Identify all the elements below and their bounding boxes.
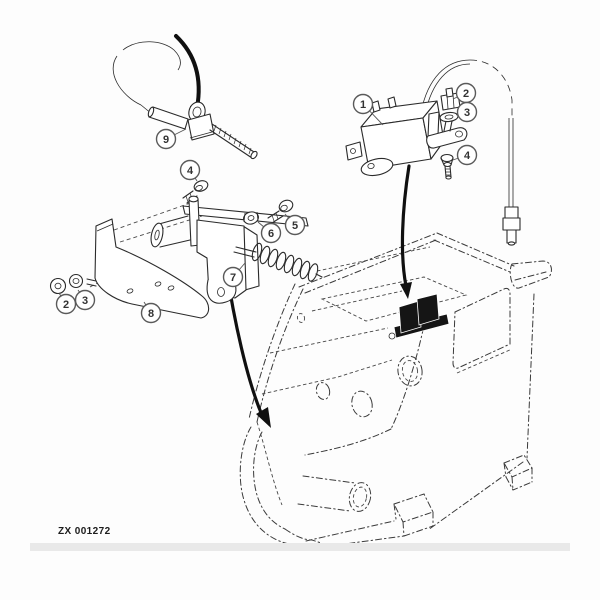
callout-balloon (284, 214, 306, 236)
callout-8: 8 (140, 301, 162, 324)
callout-6: 6 (257, 221, 282, 244)
callout-5: 5 (284, 213, 306, 236)
callout-4a: 4 (452, 144, 478, 166)
roller (150, 215, 191, 248)
callout-balloon (140, 302, 162, 324)
cable-loop (112, 55, 142, 106)
linkage-mount-arrowhead (256, 407, 271, 428)
washer-top (439, 111, 459, 123)
callout-balloon (74, 289, 96, 311)
callout-number: 9 (163, 134, 169, 146)
console-outline (239, 232, 552, 547)
callout-balloon (155, 128, 177, 150)
spring (233, 242, 323, 282)
bolt-5 (267, 199, 294, 224)
callout-3a: 3 (455, 101, 478, 123)
callout-9: 9 (155, 128, 187, 150)
solenoid-body (345, 96, 445, 177)
callout-number: 3 (464, 107, 470, 119)
nut-top (440, 87, 461, 111)
callout-3b: 3 (74, 289, 96, 311)
cable-threaded-rod (209, 123, 258, 160)
callout-balloon (260, 222, 282, 244)
callout-number: 6 (268, 228, 274, 240)
callout-1: 1 (352, 93, 384, 126)
linkage-body (196, 219, 260, 304)
cable-end-fitting (502, 206, 521, 246)
solenoid-mount-arrow (400, 164, 411, 288)
callout-number: 2 (63, 299, 69, 311)
callout-number: 2 (463, 88, 469, 100)
mounting-bracket (49, 218, 210, 319)
bolt-right (440, 153, 454, 180)
washer-left (68, 273, 84, 289)
cable-assembly (112, 41, 258, 160)
callout-balloon (55, 293, 77, 315)
callout-number: 7 (230, 272, 236, 284)
callout-number: 5 (292, 220, 298, 232)
callout-balloon (179, 159, 201, 181)
solenoid-assembly (345, 59, 521, 246)
callout-4b: 4 (179, 159, 201, 182)
page-bottom-strip (30, 543, 570, 551)
callout-layer: 1 2 3 4 9 4 5 6 7 8 2 3 (55, 82, 478, 324)
callout-7: 7 (222, 262, 246, 288)
callout-balloon (456, 144, 478, 166)
console-connector-block (388, 293, 450, 340)
callout-balloon (222, 266, 244, 288)
figure-code-label: ZX 001272 (58, 526, 111, 537)
callout-number: 4 (187, 165, 194, 177)
cable-ferrule (148, 106, 189, 130)
callout-number: 8 (148, 308, 154, 320)
callout-2b: 2 (55, 292, 77, 315)
callout-number: 1 (360, 99, 366, 111)
callout-balloon (456, 101, 478, 123)
nut-6 (243, 211, 259, 225)
solenoid-strap (426, 111, 468, 149)
callout-balloon (352, 93, 374, 115)
cable-routing-arrow (174, 34, 201, 110)
cable-clamp (187, 101, 215, 141)
solenoid-mount-arrowhead (400, 282, 412, 299)
nut-left (49, 277, 67, 295)
callout-number: 3 (82, 295, 88, 307)
callout-number: 4 (464, 150, 471, 162)
